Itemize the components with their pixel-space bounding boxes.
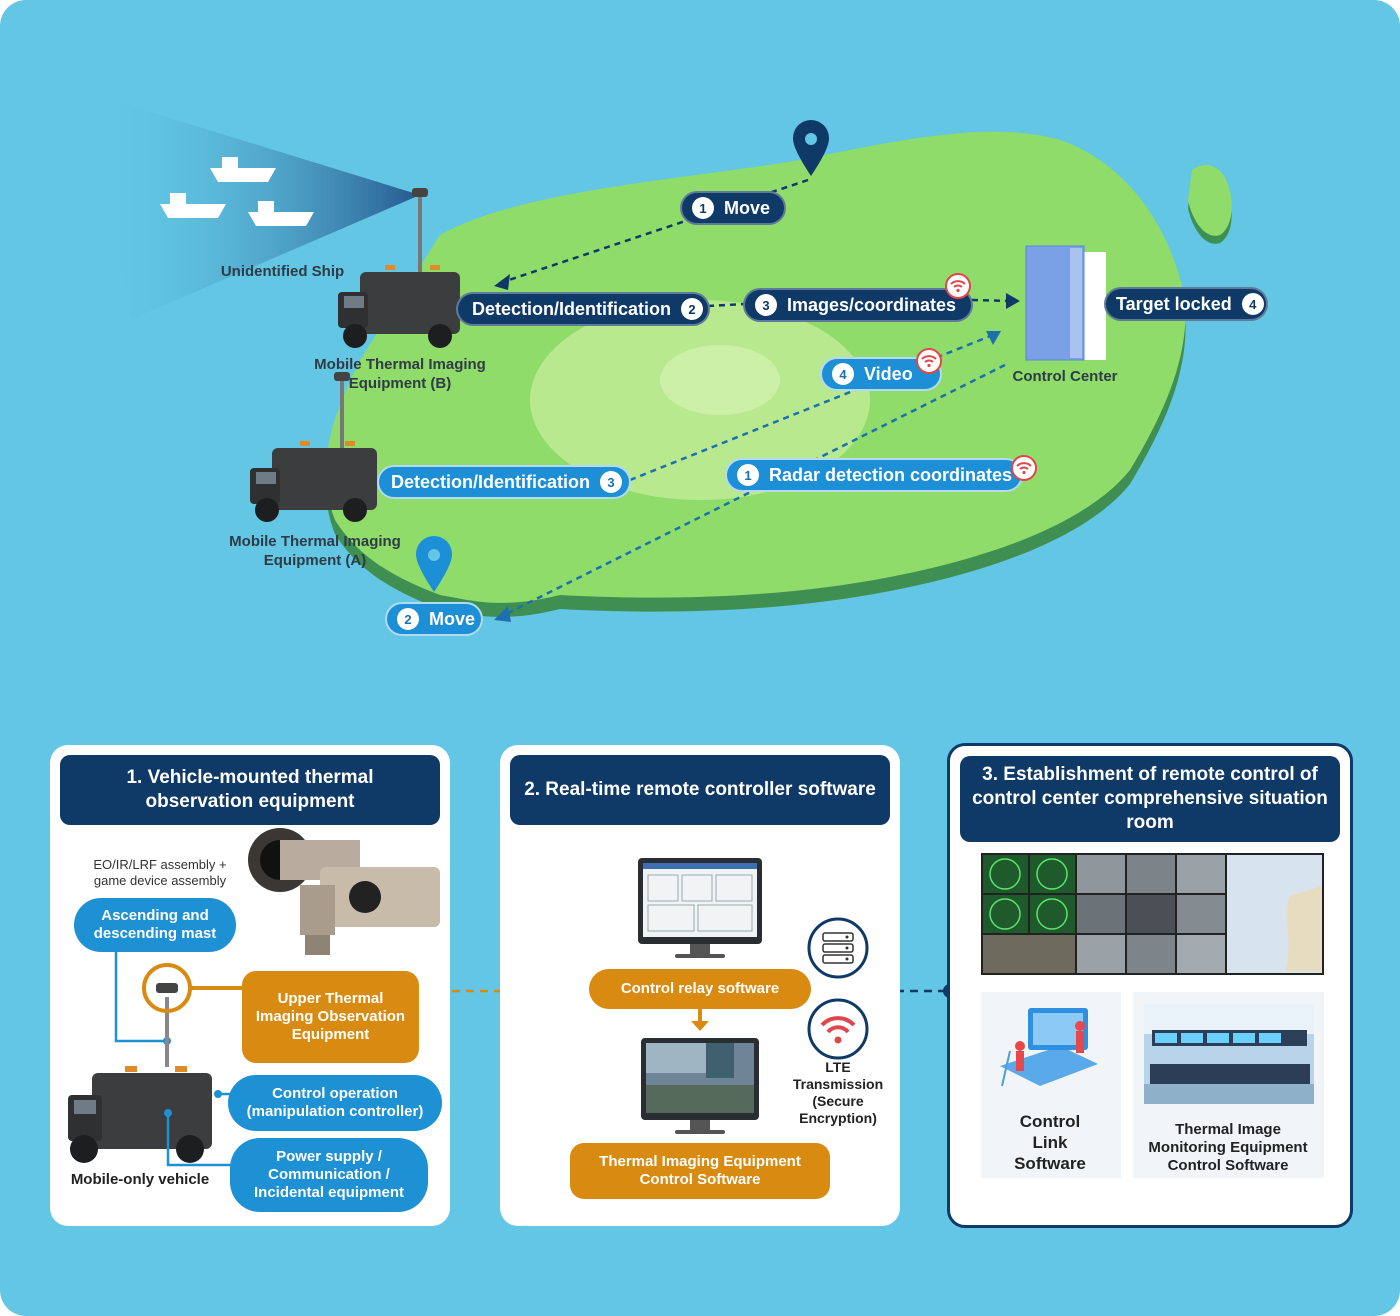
step-number: 1 [737, 464, 759, 486]
mast-box: Ascending and descending mast [74, 898, 236, 952]
island-map [95, 95, 1232, 622]
panel-title: 3. Establishment of remote control of co… [960, 756, 1340, 842]
panel-1-graphics [68, 828, 440, 1167]
step-number: 2 [681, 298, 704, 320]
equipment-b-label: Mobile Thermal Imaging Equipment (B) [314, 356, 486, 392]
step-label: Move [724, 197, 771, 218]
assembly-note: EO/IR/LRF assembly + game device assembl… [93, 857, 227, 888]
step-label: Target locked [1116, 293, 1232, 314]
step-video: 4 Video [820, 357, 942, 391]
control-operation-box: Control operation (manipulation controll… [228, 1075, 442, 1131]
step-number: 4 [1241, 293, 1264, 315]
step-label: Video [864, 363, 913, 384]
step-label: Radar detection coordinates [769, 464, 1013, 485]
wifi-icon [807, 998, 869, 1060]
wifi-icon [1011, 455, 1037, 481]
monitor-icon [641, 1038, 759, 1134]
location-pin-icon [416, 536, 452, 592]
upper-thermal-box: Upper Thermal Imaging Observation Equipm… [242, 971, 419, 1063]
step-label: Detection/Identification [472, 298, 672, 319]
monitoring-room-image [1144, 1004, 1314, 1104]
step-label: Detection/Identification [391, 471, 591, 492]
panel-situation-room: 3. Establishment of remote control of co… [947, 743, 1353, 1228]
step-number: 2 [397, 608, 419, 630]
panel-title: 1. Vehicle-mounted thermal observation e… [60, 755, 440, 825]
step-number: 3 [600, 471, 623, 493]
step-images-coordinates: 3 Images/coordinates [743, 288, 973, 322]
step-move-1: 1 Move [680, 191, 786, 225]
step-radar-coordinates: 1 Radar detection coordinates [725, 458, 1023, 492]
video-wall-image [981, 853, 1324, 975]
lte-label: LTE Transmission (Secure Encryption) [792, 1059, 884, 1126]
control-link-illustration [1000, 1008, 1098, 1087]
relay-software-box: Control relay software [589, 969, 811, 1009]
ship-label: Unidentified Ship [220, 263, 345, 280]
step-number: 4 [832, 363, 854, 385]
step-detection-a: Detection/Identification 3 [377, 465, 631, 499]
step-number: 3 [755, 294, 777, 316]
step-target-locked: Target locked 4 [1104, 287, 1268, 321]
server-icon [807, 917, 869, 979]
vehicle-b-icon [338, 265, 460, 348]
equipment-a-label: Mobile Thermal Imaging Equipment (A) [229, 533, 401, 569]
control-center-label: Control Center [1012, 368, 1118, 385]
vehicle-a-icon [250, 441, 377, 522]
wifi-icon [916, 348, 942, 374]
thermal-camera-icon [248, 828, 440, 955]
thermal-software-box: Thermal Imaging Equipment Control Softwa… [570, 1143, 830, 1199]
power-supply-box: Power supply / Communication / Incidenta… [230, 1138, 428, 1212]
wifi-icon [945, 273, 971, 299]
step-label: Move [429, 608, 476, 629]
location-pin-icon [793, 120, 829, 176]
step-label: Images/coordinates [787, 294, 957, 315]
step-number: 1 [692, 197, 714, 219]
panel-3-graphics [981, 853, 1324, 1178]
building-icon [1025, 245, 1106, 361]
vehicle-label: Mobile-only vehicle [70, 1171, 210, 1188]
control-link-label: Control Link Software [1014, 1112, 1086, 1173]
step-move-2: 2 Move [385, 602, 483, 636]
monitor-icon [638, 858, 762, 958]
panel-vehicle-equipment: 1. Vehicle-mounted thermal observation e… [50, 745, 450, 1226]
panel-2-graphics [638, 858, 869, 1134]
panel-remote-software: 2. Real-time remote controller software [500, 745, 900, 1226]
mobile-vehicle-icon [68, 1066, 212, 1163]
panel-title: 2. Real-time remote controller software [510, 755, 890, 825]
monitoring-label: Thermal Image Monitoring Equipment Contr… [1148, 1121, 1308, 1174]
arrow-down-icon [691, 1021, 709, 1031]
ship-icon [160, 157, 314, 226]
step-detection-b: Detection/Identification 2 [456, 292, 710, 326]
